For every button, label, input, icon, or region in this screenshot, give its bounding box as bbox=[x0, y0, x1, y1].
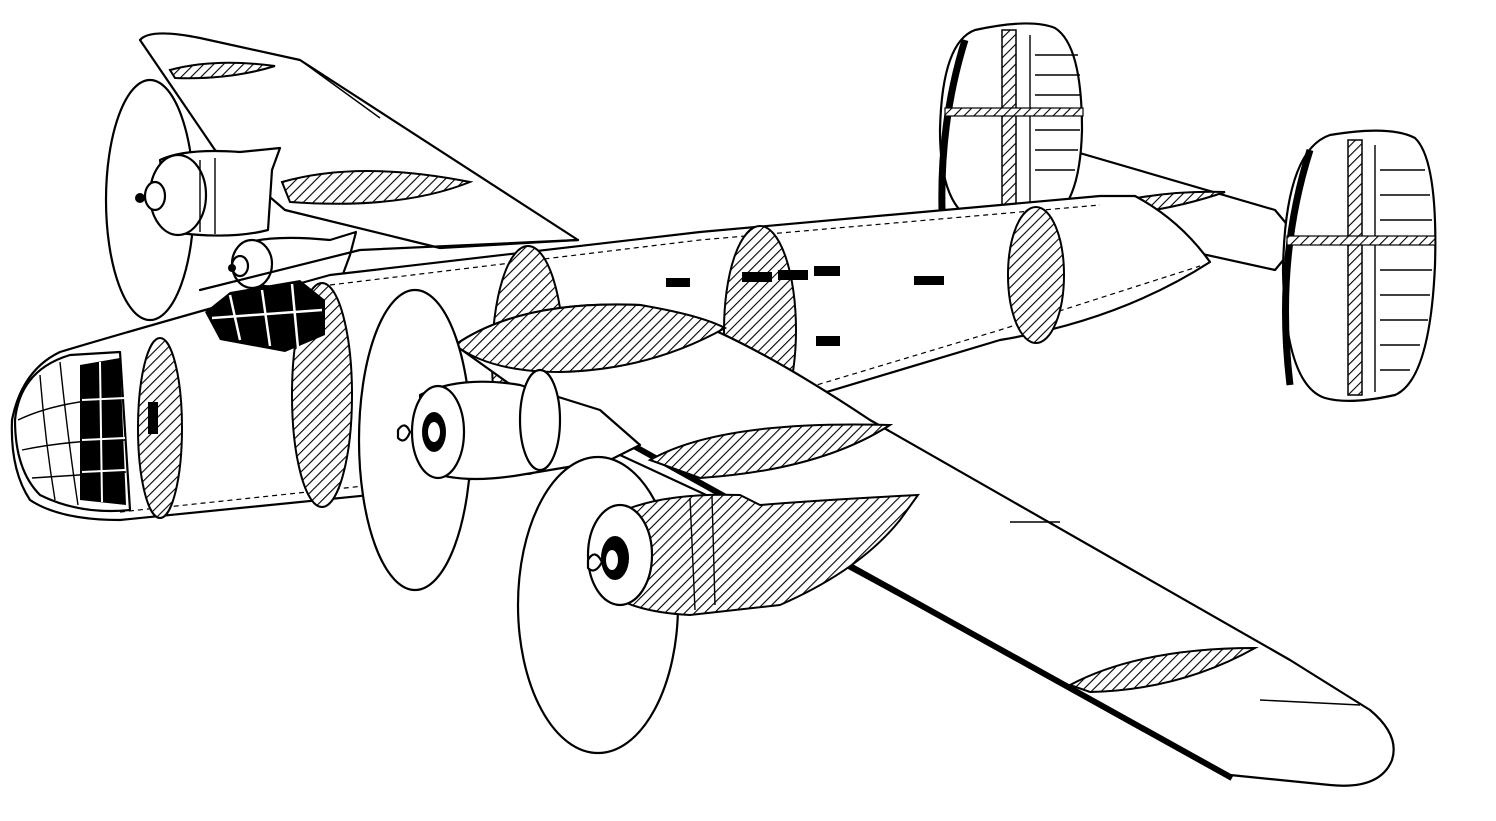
right-wing-section-mid bbox=[647, 423, 894, 480]
engine-4 bbox=[516, 455, 921, 755]
left-wing bbox=[138, 32, 580, 250]
fuselage-section-5 bbox=[1007, 206, 1065, 344]
right-fin bbox=[1281, 129, 1437, 402]
engine-3 bbox=[357, 288, 642, 592]
right-wing bbox=[453, 303, 1395, 787]
fuselage-windows bbox=[148, 266, 944, 434]
nose-turret bbox=[13, 350, 132, 513]
right-wing-section-root bbox=[453, 303, 728, 374]
left-wing-section-outer bbox=[168, 61, 276, 80]
cockpit-canopy bbox=[205, 280, 325, 352]
fuselage-section-1 bbox=[137, 337, 183, 519]
engine-1 bbox=[104, 78, 282, 322]
right-wing-section-outer bbox=[1067, 646, 1259, 694]
left-wing-section-inner bbox=[280, 170, 474, 205]
left-fin bbox=[938, 22, 1084, 224]
